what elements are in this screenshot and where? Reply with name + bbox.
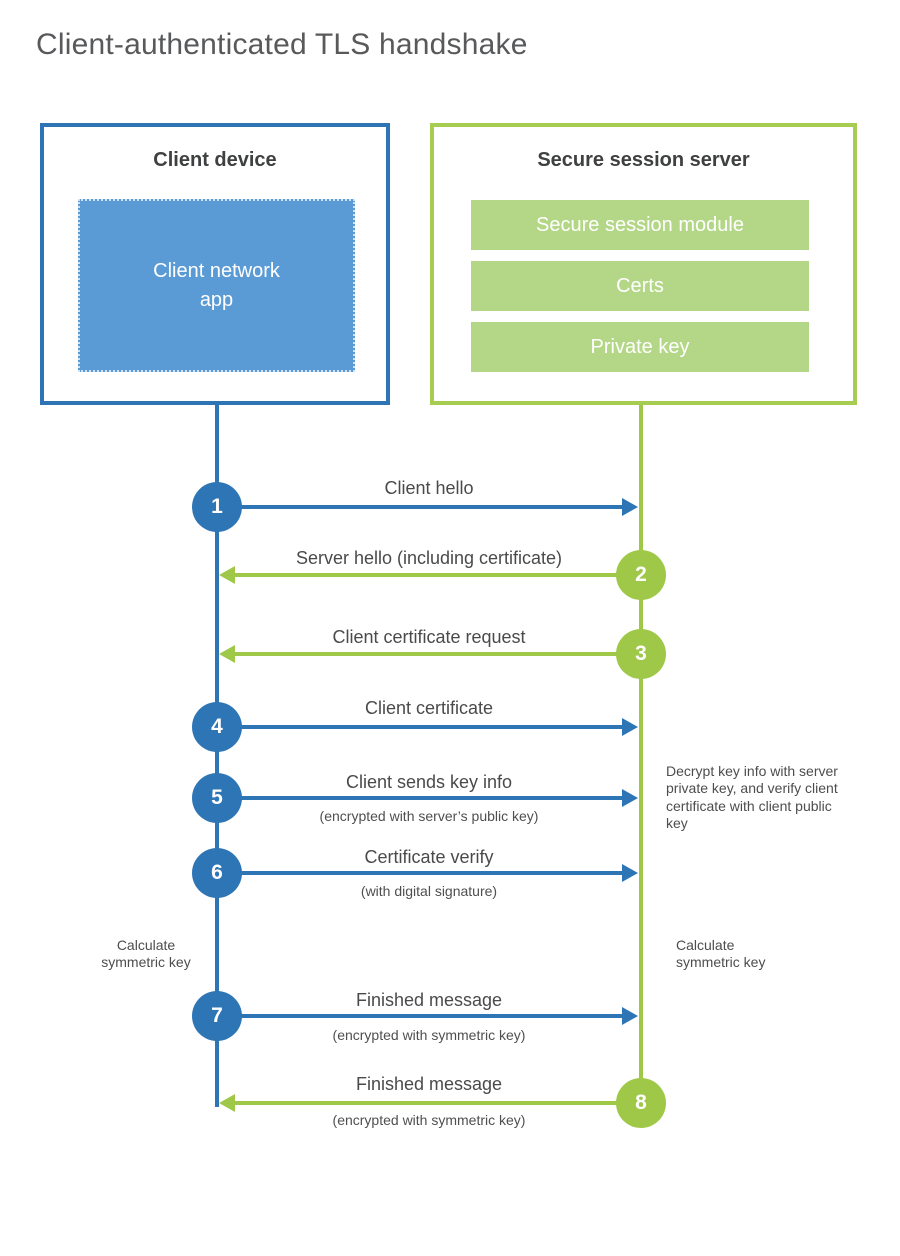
step-3-arrow-left xyxy=(219,645,639,663)
note-calc-symmetric-key-server: Calculate symmetric key xyxy=(676,937,766,971)
step-1-label: Client hello xyxy=(384,478,474,498)
step-5-label: Client sends key info xyxy=(345,772,513,792)
step-2-number: 2 xyxy=(635,563,647,586)
server-module-private-key: Private key xyxy=(471,322,809,372)
step-5-arrow-right xyxy=(219,789,638,807)
step-6-arrow-right xyxy=(219,864,638,882)
page-title: Client-authenticated TLS handshake xyxy=(36,28,528,61)
client-device-title: Client device xyxy=(153,149,277,171)
step-8-circle: 8 xyxy=(616,1078,666,1128)
client-network-app-label: Client network app xyxy=(153,259,280,311)
step-6-sublabel: (with digital signature) xyxy=(360,883,498,899)
step-4-circle: 4 xyxy=(192,702,242,752)
note-calc-symmetric-key-client: Calculate symmetric key xyxy=(101,937,191,971)
step-8-label: Finished message xyxy=(355,1074,503,1094)
step-3-circle: 3 xyxy=(616,629,666,679)
step-3-label: Client certificate request xyxy=(332,627,526,647)
step-7-number: 7 xyxy=(211,1004,223,1027)
step-7-sublabel: (encrypted with symmetric key) xyxy=(332,1027,526,1043)
step-5-circle: 5 xyxy=(192,773,242,823)
step-4-label: Client certificate xyxy=(364,698,494,718)
note-decrypt-key-info: Decrypt key info with server private key… xyxy=(666,763,838,832)
step-8-number: 8 xyxy=(635,1091,647,1114)
step-6-number: 6 xyxy=(211,861,223,884)
step-5-number: 5 xyxy=(211,786,223,809)
step-6-label: Certificate verify xyxy=(364,847,494,867)
step-8-arrow-left xyxy=(219,1094,639,1112)
step-5-sublabel: (encrypted with server’s public key) xyxy=(319,808,539,824)
step-7-circle: 7 xyxy=(192,991,242,1041)
client-lifeline xyxy=(215,405,219,1107)
server-box-title: Secure session server xyxy=(537,149,750,171)
server-module-secure-session: Secure session module xyxy=(471,200,809,250)
step-8-sublabel: (encrypted with symmetric key) xyxy=(332,1112,526,1128)
step-1-circle: 1 xyxy=(192,482,242,532)
step-1-arrow-right xyxy=(219,498,638,516)
step-7-label: Finished message xyxy=(355,990,503,1010)
step-3-number: 3 xyxy=(635,642,647,665)
step-4-number: 4 xyxy=(211,715,223,738)
step-2-circle: 2 xyxy=(616,550,666,600)
server-lifeline xyxy=(639,405,643,1105)
step-2-label: Server hello (including certificate) xyxy=(295,548,563,568)
server-module-certs: Certs xyxy=(471,261,809,311)
client-network-app-box: Client network app xyxy=(78,199,355,372)
step-2-arrow-left xyxy=(219,566,639,584)
step-6-circle: 6 xyxy=(192,848,242,898)
step-1-number: 1 xyxy=(211,495,223,518)
step-4-arrow-right xyxy=(219,718,638,736)
step-7-arrow-right xyxy=(219,1007,638,1025)
